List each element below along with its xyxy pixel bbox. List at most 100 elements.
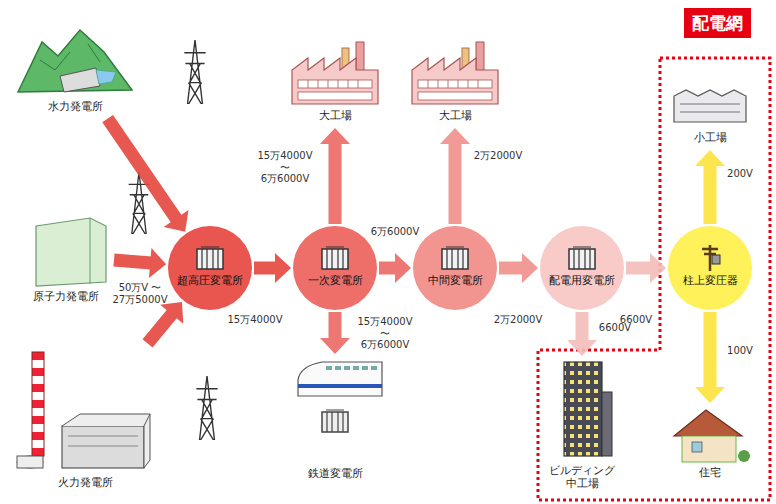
arrow-head [275, 253, 291, 283]
arrow-head [440, 128, 470, 144]
voltage-label: 2万2000V [494, 314, 543, 326]
node-label: 住宅 [699, 466, 721, 480]
facility-box: 住宅 [668, 405, 752, 483]
power-arrow [567, 312, 597, 356]
plant-building [62, 426, 144, 468]
node-label: 鉄道変電所 [308, 467, 363, 481]
voltage-label: 2万2000V [474, 150, 523, 162]
power-arrow [695, 312, 725, 403]
node-label: ビルディング 中工場 [541, 464, 623, 492]
substation-circle: 一次変電所 [293, 226, 377, 310]
arrow-head [160, 302, 183, 324]
power-arrow [254, 253, 291, 283]
node-label: 大工場 [319, 109, 352, 123]
mountain-line [40, 44, 100, 70]
house-roof [674, 410, 742, 436]
facility-box: 水力発電所 [15, 25, 135, 117]
power-arrow [440, 128, 470, 224]
arrow-shaft [254, 262, 276, 275]
substation-circle: 超高圧変電所 [168, 226, 252, 310]
node-label: 水力発電所 [48, 100, 103, 114]
dam [60, 68, 100, 92]
house-wall [682, 436, 736, 462]
distribution-region [538, 58, 770, 500]
node-label: 大工場 [439, 109, 472, 123]
node-label: 小工場 [694, 131, 727, 145]
pole-transformer-icon [695, 245, 725, 271]
node-label: 火力発電所 [58, 476, 113, 490]
railway-art [298, 362, 382, 432]
arrow-shaft [576, 312, 589, 341]
office-building [564, 362, 602, 456]
power-arrow [148, 302, 184, 344]
bush [738, 450, 750, 462]
plant-window-row [68, 436, 138, 446]
arrow-head [522, 253, 538, 283]
arrow-shaft [108, 119, 177, 220]
arrow-head [149, 248, 166, 278]
arrow-shaft [704, 312, 717, 388]
power-arrow [379, 253, 411, 283]
small-factory-windows [680, 104, 740, 112]
facility-box: 大工場 [290, 38, 380, 126]
transformer-icon [320, 245, 350, 271]
voltage-label: 50万V 〜 27万5000V [113, 282, 168, 305]
substation-circle: 中間変電所 [413, 226, 497, 310]
facility-box: 火力発電所 [15, 345, 155, 493]
power-arrow [499, 253, 538, 283]
factory-icon [412, 42, 498, 104]
voltage-label: 15万4000V [227, 314, 282, 326]
facility-box: 鉄道変電所 [285, 356, 385, 484]
factory-icon [292, 42, 378, 104]
arrow-head [320, 128, 350, 144]
train-stripe [298, 384, 382, 388]
arrow-head [320, 338, 350, 354]
nuclear-plant-art [36, 218, 106, 286]
facility-box: 大工場 [410, 38, 500, 126]
hydro-plant-art [18, 30, 132, 92]
small-factory [674, 90, 746, 122]
node-label: 配電用変電所 [549, 274, 615, 288]
train-windows [326, 366, 378, 370]
power-arrow [320, 128, 350, 224]
voltage-label: 200V [727, 168, 753, 180]
arrow-shaft [329, 143, 342, 224]
node-label: 原子力発電所 [33, 290, 99, 304]
voltage-label: 15万4000V 〜 6万6000V [357, 316, 412, 351]
transformer-icon [440, 245, 470, 271]
voltage-label: 100V [727, 345, 753, 357]
chimney [32, 352, 44, 456]
arrow-shaft [449, 143, 462, 224]
fuel-tank [17, 456, 43, 468]
substation-circle: 配電用変電所 [540, 226, 624, 310]
arrow-head [395, 253, 411, 283]
mountain [18, 30, 132, 92]
building-art [564, 362, 612, 456]
arrow-shaft [499, 262, 523, 275]
node-label: 一次変電所 [308, 274, 363, 288]
voltage-label: 15万4000V 〜 6万6000V [257, 150, 312, 185]
building-edge [90, 218, 91, 284]
fuel-tank [17, 456, 43, 468]
power-arrow [626, 253, 666, 283]
pylon [196, 376, 217, 440]
plant-roof [62, 414, 150, 468]
arrow-shaft [148, 313, 173, 343]
transformer-icon [567, 245, 597, 271]
power-arrow [320, 312, 350, 354]
house-window [692, 442, 702, 452]
arrow-shaft [329, 312, 342, 339]
facility-box: ビルディング 中工場 [541, 358, 623, 494]
arrow-head [695, 150, 725, 166]
transformer-icon [322, 410, 348, 432]
substation-circle: 柱上変圧器 [668, 226, 752, 310]
arrow-shaft [379, 262, 396, 275]
power-arrow [108, 119, 189, 232]
facility-box: 小工場 [668, 82, 752, 148]
building-side [602, 392, 612, 456]
pylon [184, 40, 205, 104]
arrow-head [695, 387, 725, 403]
